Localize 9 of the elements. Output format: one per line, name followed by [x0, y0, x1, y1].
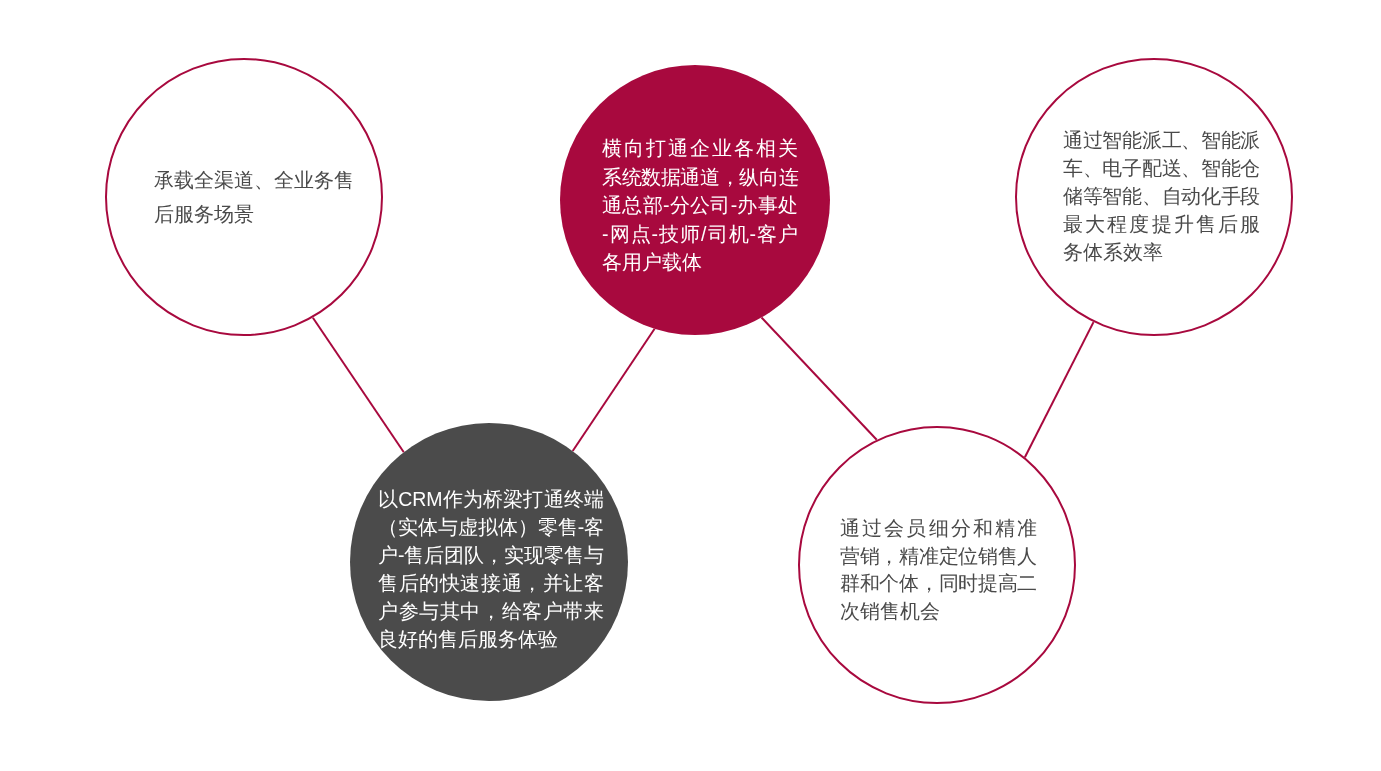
connector-line	[1023, 321, 1095, 459]
description-text: 通过会员细分和精准营销，精准定位销售人群和个体，同时提高二次销售机会	[840, 516, 1037, 625]
connector-line	[760, 316, 878, 441]
description-text: 通过智能派工、智能派车、电子配送、智能仓储等智能、自动化手段最大程度提升售后服务体系效率	[1063, 128, 1260, 265]
description-text: 承载全渠道、全业务售后服务场景	[154, 168, 354, 227]
connector-line	[311, 316, 405, 454]
description-text: 以CRM作为桥梁打通终端（实体与虚拟体）零售-客户-售后团队，实现零售与售后的快速接通，并让客户参与其中，给客户带来良好的售后服务体验	[378, 487, 604, 652]
description-text: 横向打通企业各相关系统数据通道，纵向连通总部-分公司-办事处-网点-技师/司机-客户各用户载体	[602, 136, 798, 275]
connector-line	[571, 327, 656, 452]
